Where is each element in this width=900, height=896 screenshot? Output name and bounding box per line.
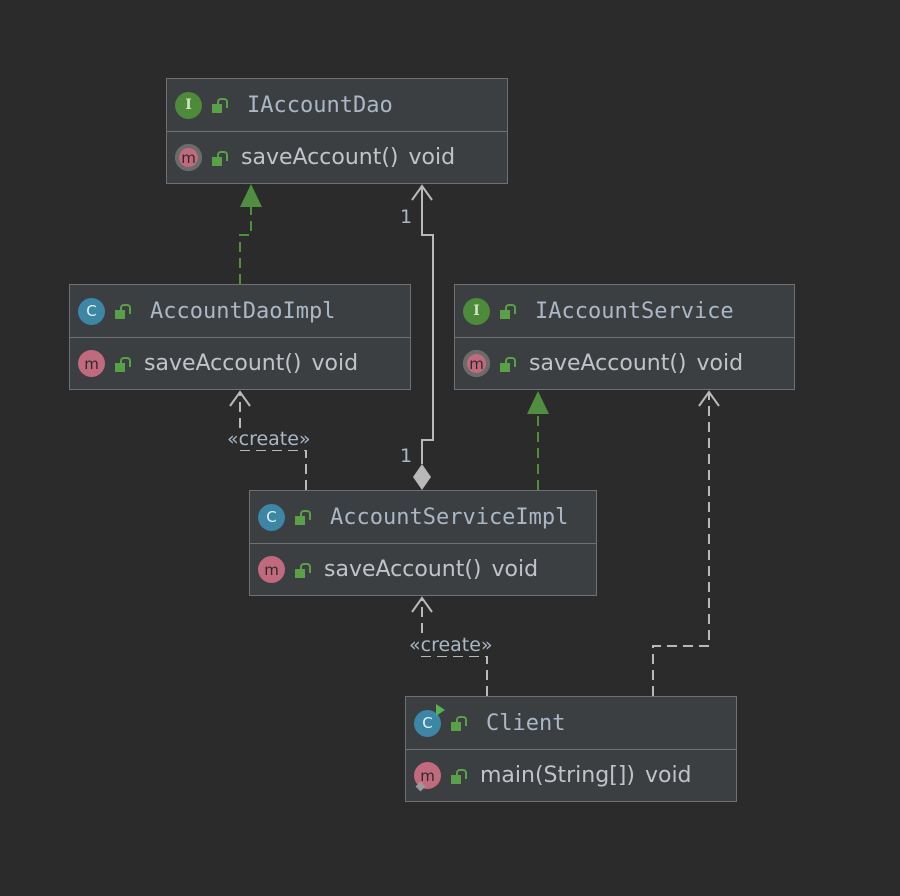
class-letter: C <box>422 714 433 732</box>
node-title: Client <box>486 710 566 736</box>
method-row: m saveAccount() void <box>70 337 410 389</box>
node-title: IAccountService <box>535 298 734 324</box>
node-header: I IAccountDao <box>167 79 507 131</box>
method-icon: m <box>78 350 105 377</box>
node-accountserviceimpl[interactable]: C AccountServiceImpl m saveAccount() void <box>249 490 597 596</box>
edge-aggregation-accountserviceimpl-iaccountdao <box>421 186 434 464</box>
create-arrowhead <box>411 596 433 613</box>
method-name: saveAccount() <box>144 351 302 376</box>
method-return-type: void <box>696 351 744 376</box>
node-header: C AccountServiceImpl <box>250 491 596 543</box>
multiplicity-source: 1 <box>400 445 413 467</box>
node-accountdaoimpl[interactable]: C AccountDaoImpl m saveAccount() void <box>69 284 411 390</box>
implements-arrowhead <box>527 391 549 414</box>
interface-icon: I <box>463 297 490 325</box>
implements-arrowhead <box>240 184 262 207</box>
method-row: m saveAccount() void <box>455 337 794 389</box>
runnable-class-icon: C <box>414 703 445 737</box>
public-lock-icon <box>451 768 467 784</box>
public-lock-icon <box>212 150 228 166</box>
method-signature: saveAccount() void <box>529 351 743 376</box>
method-row: m main(String[]) void <box>406 749 736 801</box>
interface-icon: I <box>175 91 202 119</box>
node-iaccountservice[interactable]: I IAccountService m saveAccount() void <box>454 284 795 390</box>
create-stereotype-label: «create» <box>408 634 494 656</box>
public-lock-icon <box>295 509 311 525</box>
method-signature: saveAccount() void <box>144 351 358 376</box>
method-name: saveAccount() <box>529 351 687 376</box>
method-letter: m <box>420 766 435 785</box>
edge-create-accountdaoimpl <box>239 392 307 490</box>
edge-accountdaoimpl-implements-iaccountdao <box>239 206 252 284</box>
method-return-type: void <box>408 145 456 170</box>
method-row: m saveAccount() void <box>250 543 596 595</box>
public-lock-icon <box>500 356 516 372</box>
node-title: AccountServiceImpl <box>330 504 569 530</box>
public-lock-icon <box>500 303 516 319</box>
method-name: main(String[]) <box>480 763 635 788</box>
method-signature: saveAccount() void <box>324 557 538 582</box>
create-stereotype-label: «create» <box>226 428 312 450</box>
node-header: I IAccountService <box>455 285 794 337</box>
class-icon: C <box>78 297 105 325</box>
dependency-arrowhead <box>698 390 720 407</box>
method-return-type: void <box>491 557 539 582</box>
method-name: saveAccount() <box>324 557 482 582</box>
node-client[interactable]: C Client m main(String[]) void <box>405 696 737 802</box>
method-return-type: void <box>311 351 359 376</box>
method-icon: m <box>258 556 285 583</box>
node-title: IAccountDao <box>247 92 393 118</box>
create-arrowhead <box>229 390 251 407</box>
class-icon: C <box>258 503 285 531</box>
public-lock-icon <box>451 715 467 731</box>
method-row: m saveAccount() void <box>167 131 507 183</box>
method-return-type: void <box>644 763 692 788</box>
run-triangle-icon <box>436 703 445 716</box>
aggregation-diamond <box>413 464 431 490</box>
node-header: C AccountDaoImpl <box>70 285 410 337</box>
node-header: C Client <box>406 697 736 749</box>
node-title: AccountDaoImpl <box>150 298 336 324</box>
static-method-icon: m <box>414 762 441 792</box>
public-lock-icon <box>115 356 131 372</box>
multiplicity-target: 1 <box>400 206 413 228</box>
method-name: saveAccount() <box>241 145 399 170</box>
abstract-method-icon: m <box>175 144 202 171</box>
node-iaccountdao[interactable]: I IAccountDao m saveAccount() void <box>166 78 508 184</box>
aggregation-arrowhead <box>411 184 433 201</box>
edge-dependency-client-iaccountservice <box>652 392 710 696</box>
public-lock-icon <box>212 97 228 113</box>
method-signature: saveAccount() void <box>241 145 455 170</box>
method-signature: main(String[]) void <box>480 763 692 788</box>
public-lock-icon <box>115 303 131 319</box>
edge-create-accountserviceimpl <box>421 598 488 696</box>
public-lock-icon <box>295 562 311 578</box>
abstract-method-icon: m <box>463 350 490 377</box>
